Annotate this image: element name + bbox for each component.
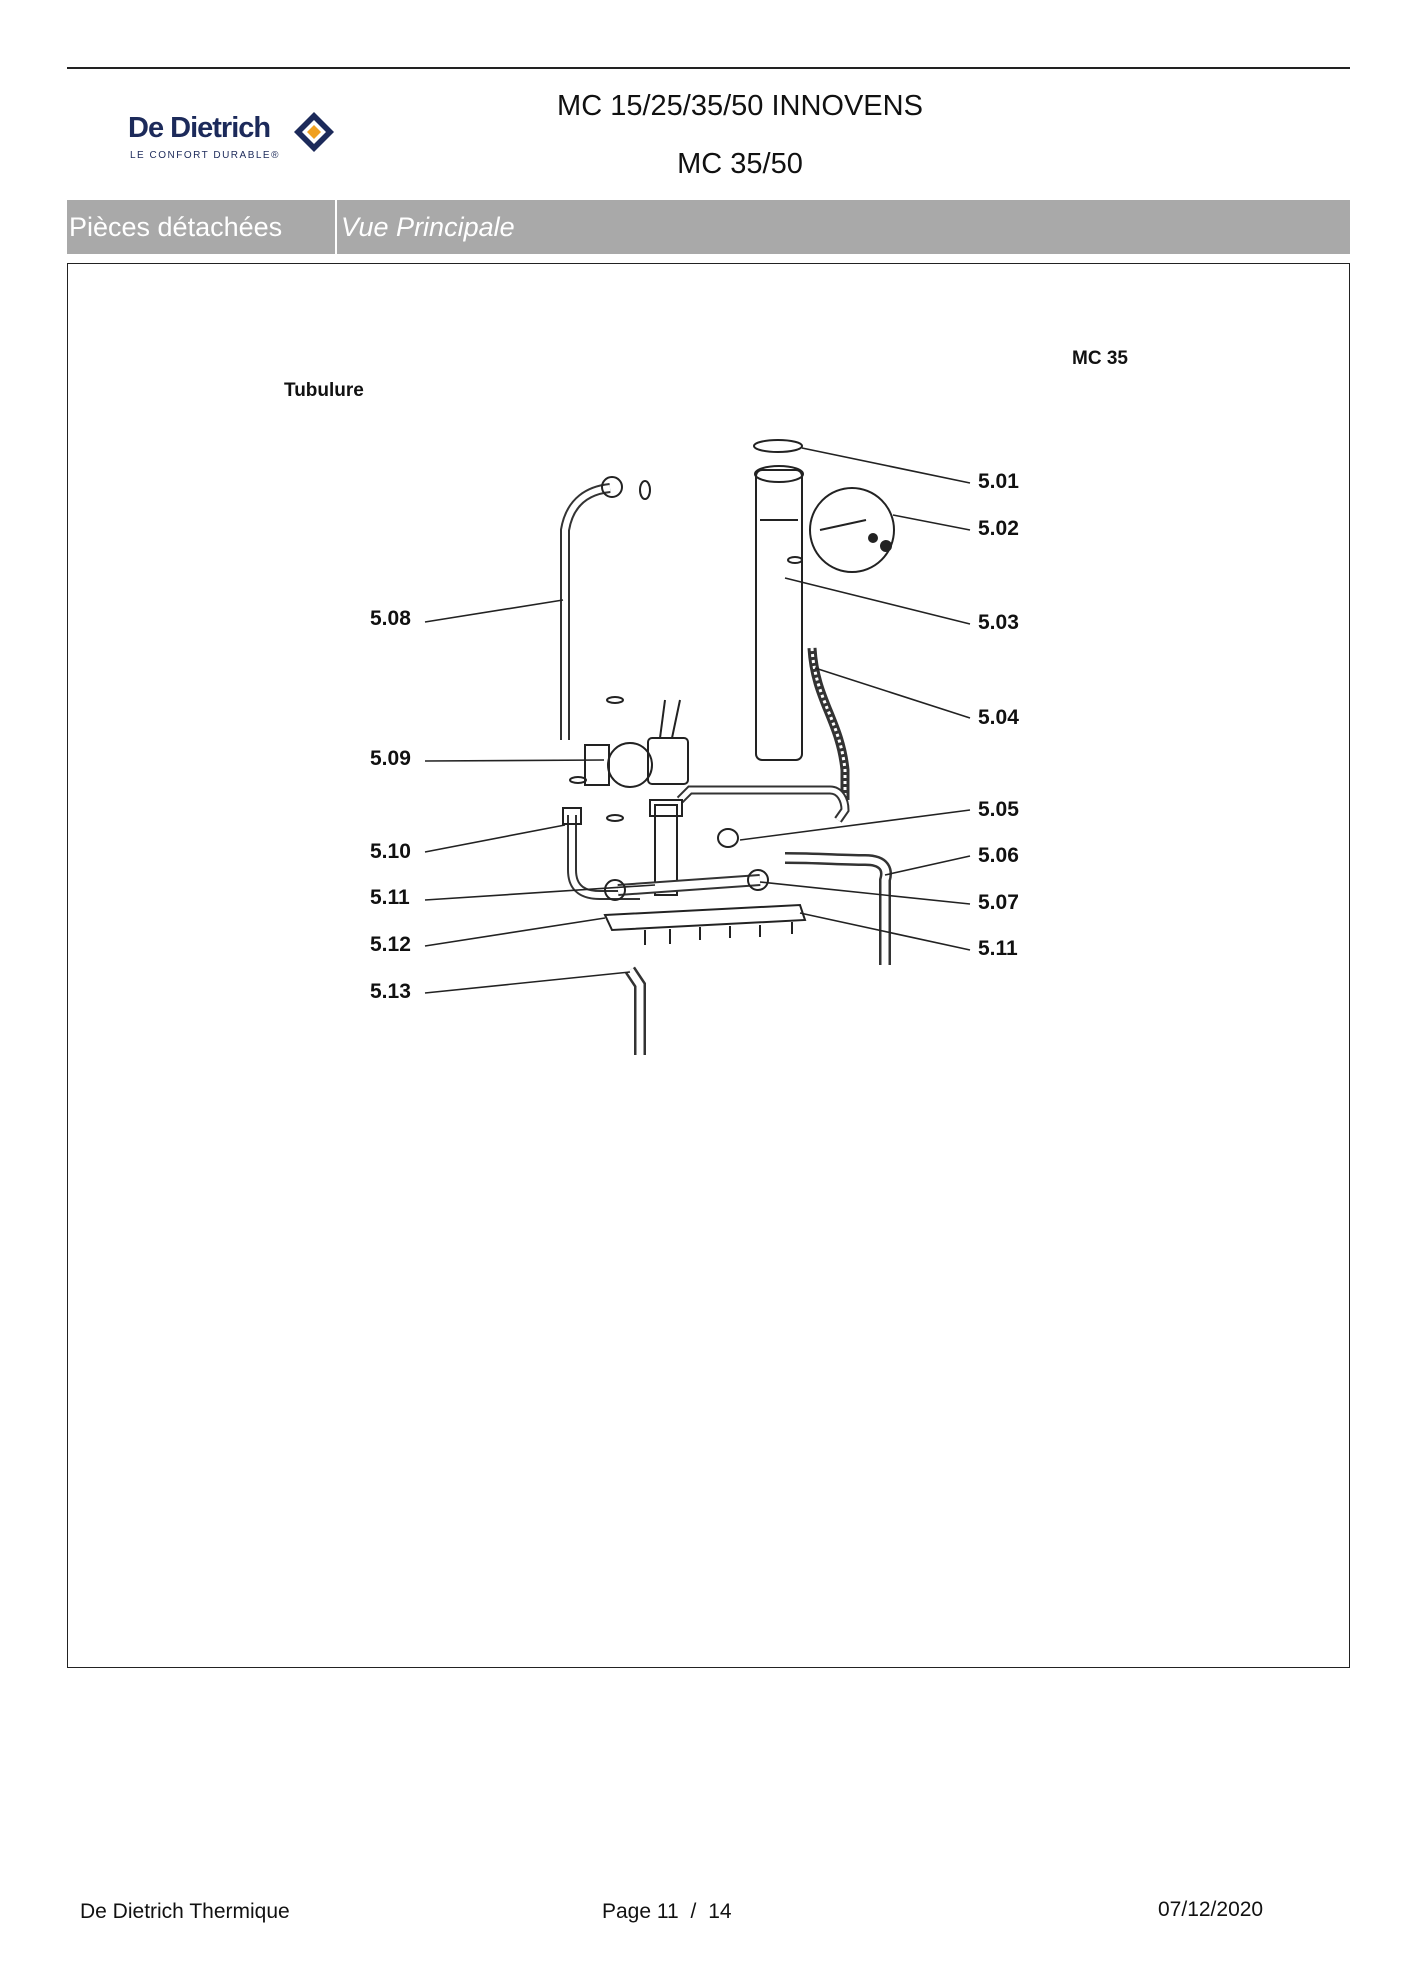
vertical-tube (755, 469, 803, 761)
callout-5-07: 5.07 (978, 891, 1019, 914)
callout-5-02: 5.02 (978, 517, 1019, 540)
brand-logo: De Dietrich LE CONFORT DURABLE® (128, 110, 348, 170)
section-band: Pièces détachées Vue Principale (67, 200, 1350, 254)
callout-5-12: 5.12 (370, 933, 411, 956)
callout-5-11-left: 5.11 (370, 886, 410, 909)
document-title: MC 15/25/35/50 INNOVENS (557, 90, 923, 122)
callout-5-06: 5.06 (978, 844, 1019, 867)
model-label: MC 35 (1072, 348, 1128, 369)
brand-name: De Dietrich (128, 112, 271, 144)
pump-body (607, 742, 653, 788)
group-label: Tubulure (284, 380, 364, 401)
callout-5-09: 5.09 (370, 747, 411, 770)
document-subtitle: MC 35/50 (677, 148, 803, 180)
seal-ring (753, 439, 803, 453)
page-separator: / (690, 1900, 697, 1923)
band-divider (335, 200, 337, 254)
diagram-frame (67, 263, 1350, 1668)
diamond-logo-icon (294, 112, 334, 152)
section-label: Pièces détachées (69, 212, 283, 242)
page-current: 11 (656, 1900, 679, 1923)
callout-5-08: 5.08 (370, 607, 411, 630)
footer-date: 07/12/2020 (1158, 1898, 1264, 1921)
callout-5-11-right: 5.11 (978, 937, 1018, 960)
brand-tagline: LE CONFORT DURABLE® (130, 150, 280, 161)
callout-5-03: 5.03 (978, 611, 1019, 634)
view-label: Vue Principale (341, 212, 515, 242)
callout-5-13: 5.13 (370, 980, 411, 1003)
page-label: Page (602, 1900, 652, 1923)
page-total: 14 (708, 1900, 732, 1923)
callout-5-10: 5.10 (370, 840, 411, 863)
callout-5-01: 5.01 (978, 470, 1019, 493)
footer-page: Page 11 / 14 (602, 1900, 732, 1924)
top-rule (67, 67, 1350, 69)
footer-company: De Dietrich Thermique (80, 1900, 290, 1923)
detail-circle (809, 487, 895, 573)
callout-5-05: 5.05 (978, 798, 1019, 821)
callout-5-04: 5.04 (978, 706, 1019, 729)
